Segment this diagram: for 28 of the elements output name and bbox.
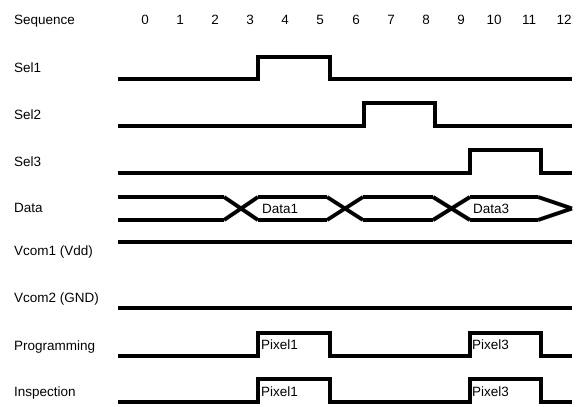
tick-label: 9 xyxy=(457,12,465,28)
row-label: Sel3 xyxy=(14,154,42,170)
row-label: Sel2 xyxy=(14,107,42,123)
tick-label: 12 xyxy=(556,12,572,28)
row-label: Programming xyxy=(14,338,96,354)
tick-label: 3 xyxy=(246,12,254,28)
tick-label: 7 xyxy=(387,12,395,28)
tick-label: 1 xyxy=(176,12,184,28)
pulse-label: Pixel3 xyxy=(472,337,509,353)
row-label: Vcom1 (Vdd) xyxy=(14,243,93,259)
pulse-label: Pixel1 xyxy=(261,384,298,400)
tick-label: 11 xyxy=(522,12,536,28)
tick-label: 10 xyxy=(486,12,502,28)
tick-label: 2 xyxy=(211,12,219,28)
row-label: Sel1 xyxy=(14,60,42,76)
tick-label: 8 xyxy=(422,12,430,28)
tick-label: 4 xyxy=(281,12,289,28)
row-label: Data xyxy=(14,200,43,216)
row-label: Sequence xyxy=(14,12,75,28)
pulse-label: Pixel3 xyxy=(472,384,509,400)
row-label: Inspection xyxy=(14,384,76,400)
tick-label: 6 xyxy=(352,12,360,28)
row-label: Vcom2 (GND) xyxy=(14,290,99,306)
pulse-label: Data1 xyxy=(262,201,298,217)
pulse-label: Data3 xyxy=(473,201,510,217)
tick-label: 5 xyxy=(316,12,324,28)
pulse-label: Pixel1 xyxy=(261,337,298,353)
tick-label: 0 xyxy=(141,12,149,28)
